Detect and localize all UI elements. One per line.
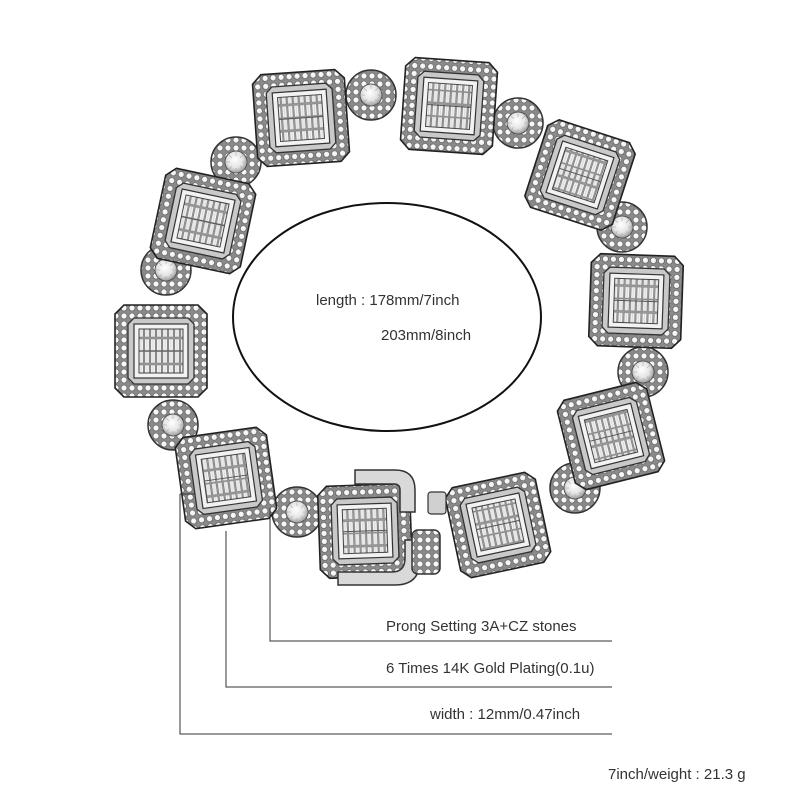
halo-square-link: [587, 252, 685, 350]
halo-square-link: [174, 426, 278, 530]
halo-square-link: [399, 56, 499, 156]
width-label: width : 12mm/0.47inch: [430, 706, 581, 723]
halo-square-link: [556, 381, 666, 491]
halo-square-link: [114, 304, 208, 398]
weight-label: 7inch/weight : 21.3 g: [608, 766, 746, 783]
box-clasp: [337, 469, 447, 586]
length-alt-label: 203mm/8inch: [381, 327, 472, 344]
plating-label: 6 Times 14K Gold Plating(0.1u): [386, 660, 595, 677]
halo-square-link: [316, 482, 414, 580]
round-link: [271, 486, 323, 538]
halo-square-link: [444, 471, 552, 579]
halo-square-link: [251, 68, 351, 168]
round-links: [140, 69, 669, 538]
prong-setting-label: Prong Setting 3A+CZ stones: [386, 618, 577, 635]
length-label: length : 178mm/7inch: [316, 292, 460, 309]
square-links: [114, 56, 685, 580]
round-link: [345, 69, 397, 121]
dimension-lines: [179, 493, 612, 735]
round-link: [492, 97, 544, 149]
halo-square-link: [149, 167, 257, 275]
round-link: [210, 136, 262, 188]
bracelet-inner-outline: [232, 202, 542, 432]
halo-square-link: [523, 118, 637, 232]
